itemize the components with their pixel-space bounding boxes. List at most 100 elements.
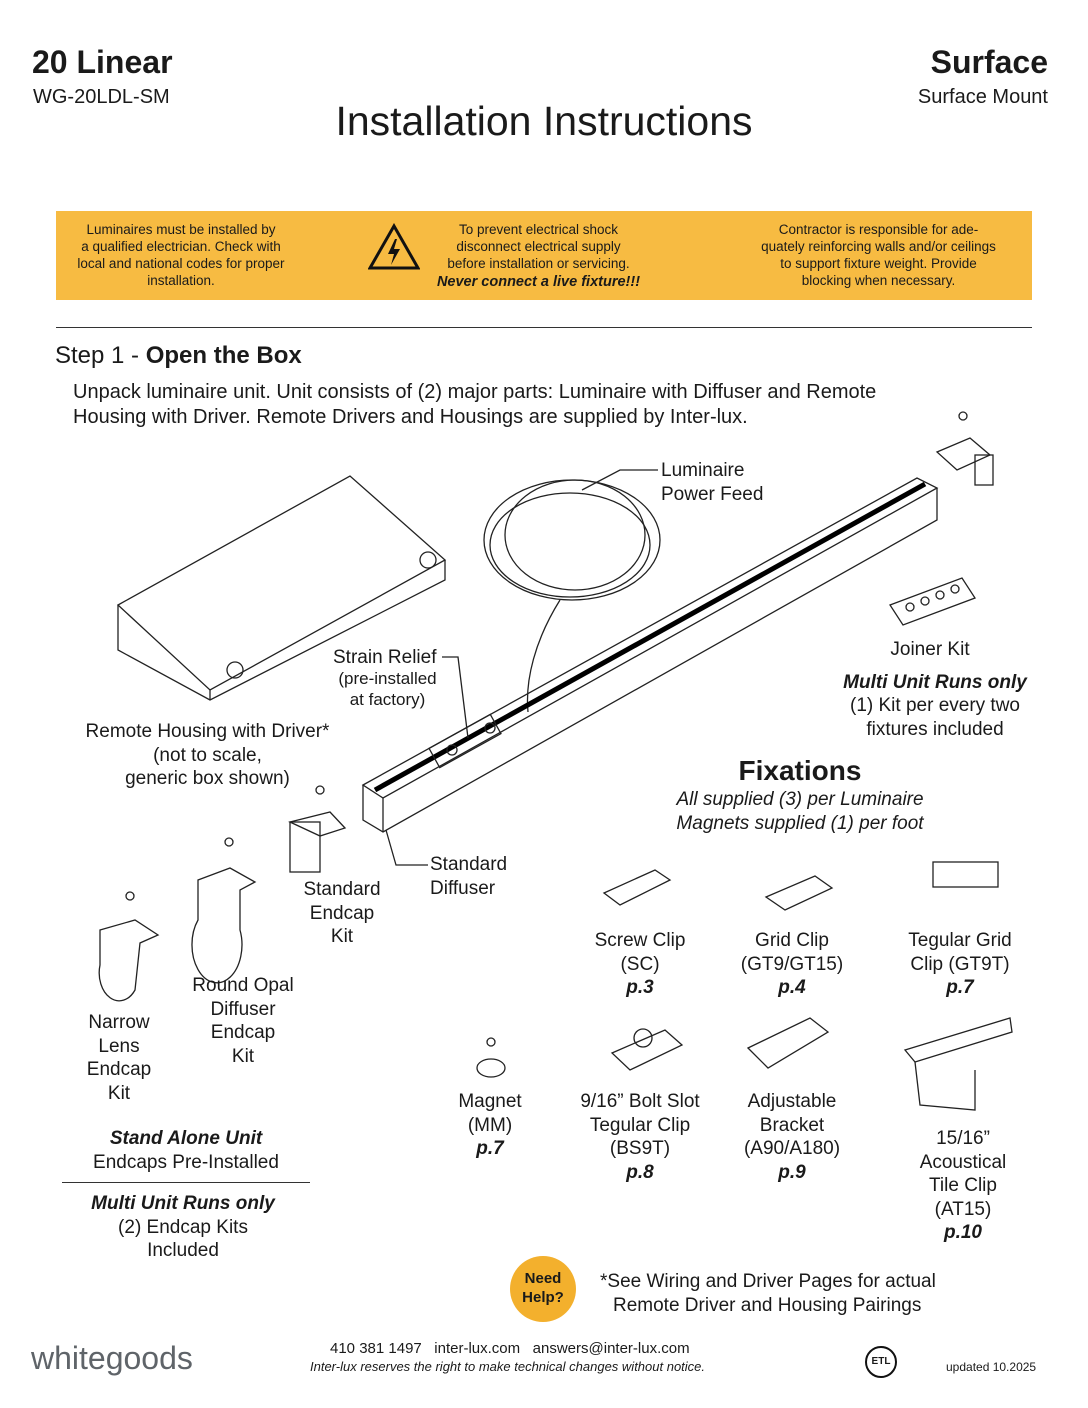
text-line: Remote Driver and Housing Pairings [613,1294,922,1316]
text-line: Tile Clip [929,1175,997,1196]
mount-type: Surface [930,44,1048,80]
text-line: at factory) [349,690,426,709]
text-line: Tegular Grid [908,930,1012,951]
divider [56,327,1032,328]
email-link[interactable]: answers@inter-lux.com [532,1340,690,1357]
text-line: Help? [522,1289,564,1306]
text-line: Endcap [86,1059,152,1080]
text-line: (GT9/GT15) [740,953,844,975]
joiner-kit-drawing [889,577,976,626]
fixations-title: Fixations [738,755,862,786]
text-line: Power Feed [661,483,764,505]
text-line: Grid Clip [755,930,829,951]
text-line: Endcaps Pre-Installed [93,1151,279,1173]
text-line: Multi Unit Runs only [91,1193,275,1214]
disclaimer: Inter-lux reserves the right to make tec… [310,1359,706,1374]
top-bracket-drawing [935,411,994,486]
text-line: Narrow [88,1012,150,1033]
text-line: Kit [107,1082,131,1104]
text-line: Remote Housing with Driver* [85,721,330,742]
text-line: Clip (GT9T) [910,953,1010,975]
remote-housing-drawing [116,475,447,701]
text-line: Lens [98,1035,140,1057]
product-name: 20 Linear [32,44,173,80]
text-line: p.9 [778,1161,806,1183]
text-line: p.7 [946,977,974,998]
text-line: p.8 [626,1161,654,1183]
text-line: (not to scale, [153,744,262,766]
joiner-multi-label: Multi Unit Runs only [843,672,1027,693]
text-line: *See Wiring and Driver Pages for actual [600,1271,936,1292]
website-link[interactable]: inter-lux.com [434,1340,521,1357]
text-line: (2) Endcap Kits [118,1216,248,1238]
fixation-drawings [476,861,1013,1111]
text-line: Stand Alone Unit [109,1128,263,1149]
contact-line: 410 381 1497 inter-lux.com answers@inter… [330,1340,690,1357]
text-line: Magnets supplied (1) per foot [676,812,924,834]
strain-relief-label: Strain Relief [333,647,437,668]
text-line: (A90/A180) [743,1138,841,1159]
text-line: Screw Clip [594,930,686,951]
fixation-grid-clip: Grid Clip(GT9/GT15)p.4 [722,929,862,1000]
text-line: Endcap [210,1022,276,1043]
step-body: Unpack luminaire unit. Unit consists of … [73,381,877,428]
divider [62,1182,310,1183]
text-line: (1) Kit per every two [850,695,1020,716]
leader-lines [385,469,658,866]
brand-logo: whitegoods [31,1340,193,1376]
text-line: Standard [430,854,508,875]
text-line: Bracket [759,1114,825,1136]
text-line: Kit [330,926,354,947]
text-line: 15/16” [936,1128,990,1149]
updated-date: updated 10.2025 [946,1360,1037,1374]
text-line: Kit [231,1045,255,1067]
remote-housing-label: Remote Housing with Driver*(not to scale… [70,720,345,791]
endcap-drawings [98,785,347,1002]
text-line: 9/16” Bolt Slot [580,1091,700,1112]
text-line: fixtures included [866,718,1004,740]
electrical-hazard-icon [368,223,420,270]
text-line: Acoustical [919,1151,1007,1173]
luminaire-drawing [361,477,939,833]
text-line: Tegular Clip [589,1114,691,1136]
page-title: Installation Instructions [335,98,753,144]
joiner-kit-label: Joiner Kit [890,639,970,660]
text-line: p.7 [476,1138,504,1159]
mount-subtitle: Surface Mount [917,86,1048,108]
text-line: (MM) [467,1114,513,1136]
phone: 410 381 1497 [330,1340,422,1357]
text-line: All supplied (3) per Luminaire [676,789,924,810]
model-number: WG-20LDL-SM [33,86,170,108]
text-line: Need [524,1270,562,1287]
text-line: Round Opal [192,975,294,996]
text-line: Included [147,1240,219,1261]
text-line: Diffuser [210,998,276,1020]
text-line: Adjustable [747,1091,837,1112]
step-heading: Step 1 - Open the Box [55,342,302,369]
text-line: p.3 [626,977,654,998]
text-line: (AT15) [934,1198,992,1220]
text-line: Magnet [458,1091,522,1112]
fixation-screw-clip: Screw Clip(SC)p.3 [570,929,710,1000]
text-line: p.4 [778,977,806,998]
text-line: (SC) [620,953,660,975]
